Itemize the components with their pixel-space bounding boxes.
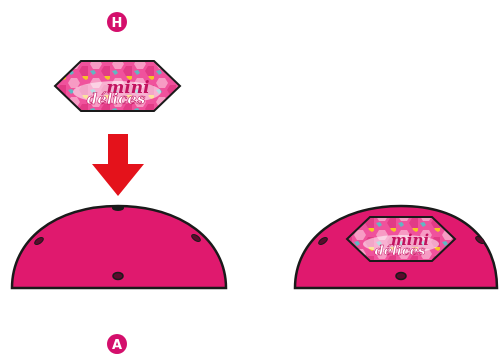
dome-left-top-slot: [112, 205, 124, 211]
lid-label-line2: délices: [87, 90, 146, 108]
dome-left-hole-front: [113, 273, 123, 280]
lid-badge: H: [107, 12, 127, 32]
lid-piece: mini délices: [55, 61, 180, 111]
base-badge: A: [107, 334, 127, 354]
dome-assembled-right: mini délices: [295, 206, 497, 288]
down-arrow-icon: [92, 134, 144, 196]
dome-right-hole-front: [396, 273, 406, 280]
base-badge-letter: A: [112, 338, 122, 353]
inset-label-line2: délices: [375, 244, 426, 259]
lid-badge-letter: H: [112, 16, 123, 31]
dome-base-left: [12, 205, 226, 288]
